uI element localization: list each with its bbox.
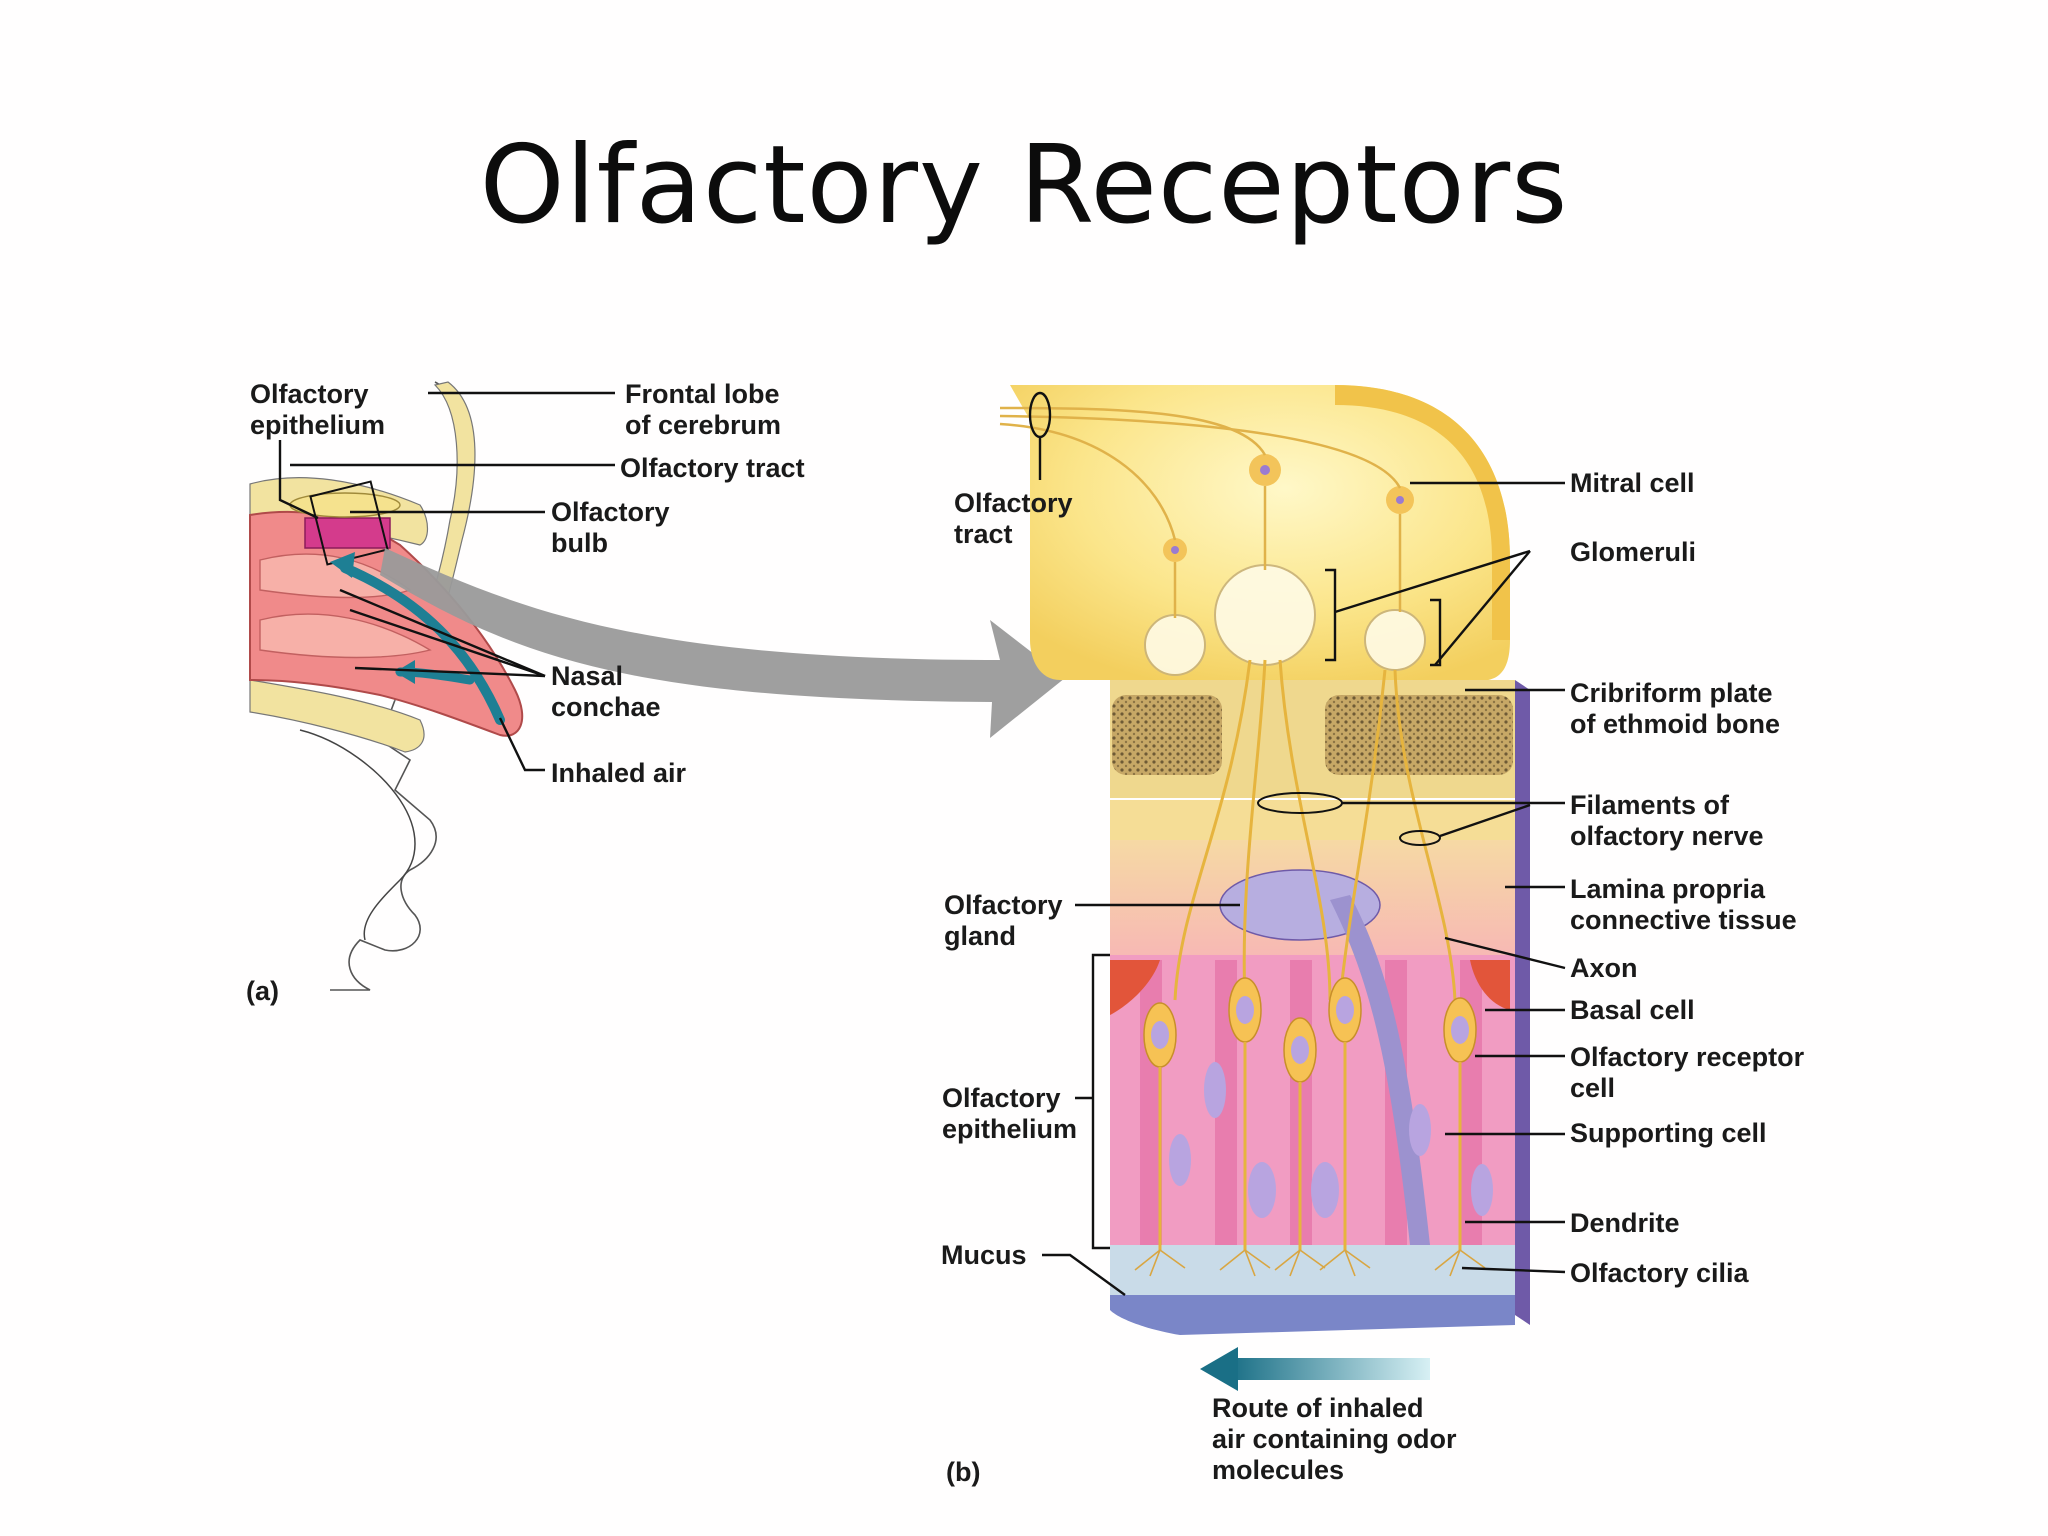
label-b-basal-cell: Basal cell xyxy=(1570,995,1695,1025)
label-a-olfactory-epithelium-2: epithelium xyxy=(250,410,385,440)
label-b-route-2: air containing odor xyxy=(1212,1424,1457,1454)
label-a-olfactory-tract: Olfactory tract xyxy=(620,453,805,483)
panel-b-illustration xyxy=(999,385,1530,1335)
label-a-olfactory-bulb-2: bulb xyxy=(551,528,608,558)
label-b-mucus: Mucus xyxy=(941,1240,1027,1270)
label-b-cribriform-1: Cribriform plate xyxy=(1570,678,1773,708)
label-a-nasal-conchae-2: conchae xyxy=(551,692,661,722)
label-b-gland-1: Olfactory xyxy=(944,890,1063,920)
label-b-lamina-1: Lamina propria xyxy=(1570,874,1766,904)
label-b-lamina-2: connective tissue xyxy=(1570,905,1797,935)
magnify-arrow xyxy=(380,548,1065,738)
label-a-olfactory-bulb-1: Olfactory xyxy=(551,497,670,527)
label-a-nasal-conchae-1: Nasal xyxy=(551,661,623,691)
panel-b-tag: (b) xyxy=(946,1457,980,1487)
label-b-filaments-2: olfactory nerve xyxy=(1570,821,1764,851)
slide-title: Olfactory Receptors xyxy=(479,123,1569,248)
label-b-olfactory-tract-2: tract xyxy=(954,519,1013,549)
label-b-filaments-1: Filaments of xyxy=(1570,790,1730,820)
label-b-axon: Axon xyxy=(1570,953,1638,983)
label-b-epithelium-2: epithelium xyxy=(942,1114,1077,1144)
label-b-supporting-cell: Supporting cell xyxy=(1570,1118,1767,1148)
label-a-frontal-lobe-2: of cerebrum xyxy=(625,410,781,440)
label-b-epithelium-1: Olfactory xyxy=(942,1083,1061,1113)
label-a-olfactory-epithelium-1: Olfactory xyxy=(250,379,369,409)
panel-b-leaders xyxy=(1042,481,1566,1296)
olfactory-bulb-region xyxy=(1010,385,1510,681)
label-b-cribriform-2: of ethmoid bone xyxy=(1570,709,1780,739)
label-b-route-3: molecules xyxy=(1212,1455,1344,1485)
label-b-dendrite: Dendrite xyxy=(1570,1208,1680,1238)
mucus-layer xyxy=(1110,1245,1515,1295)
label-b-glomeruli: Glomeruli xyxy=(1570,537,1696,567)
panel-a-illustration xyxy=(249,381,524,991)
label-a-inhaled-air: Inhaled air xyxy=(551,758,687,788)
label-b-mitral-cell: Mitral cell xyxy=(1570,468,1695,498)
label-a-frontal-lobe-1: Frontal lobe xyxy=(625,379,780,409)
label-b-olfactory-cilia: Olfactory cilia xyxy=(1570,1258,1750,1288)
panel-a-leaders xyxy=(278,391,615,772)
label-b-olfactory-tract-1: Olfactory xyxy=(954,488,1073,518)
label-b-receptor-2: cell xyxy=(1570,1073,1615,1103)
label-b-route-1: Route of inhaled xyxy=(1212,1393,1424,1423)
label-b-gland-2: gland xyxy=(944,921,1016,951)
route-arrow xyxy=(1200,1347,1430,1391)
panel-a-tag: (a) xyxy=(246,976,279,1006)
label-b-receptor-1: Olfactory receptor xyxy=(1570,1042,1805,1072)
